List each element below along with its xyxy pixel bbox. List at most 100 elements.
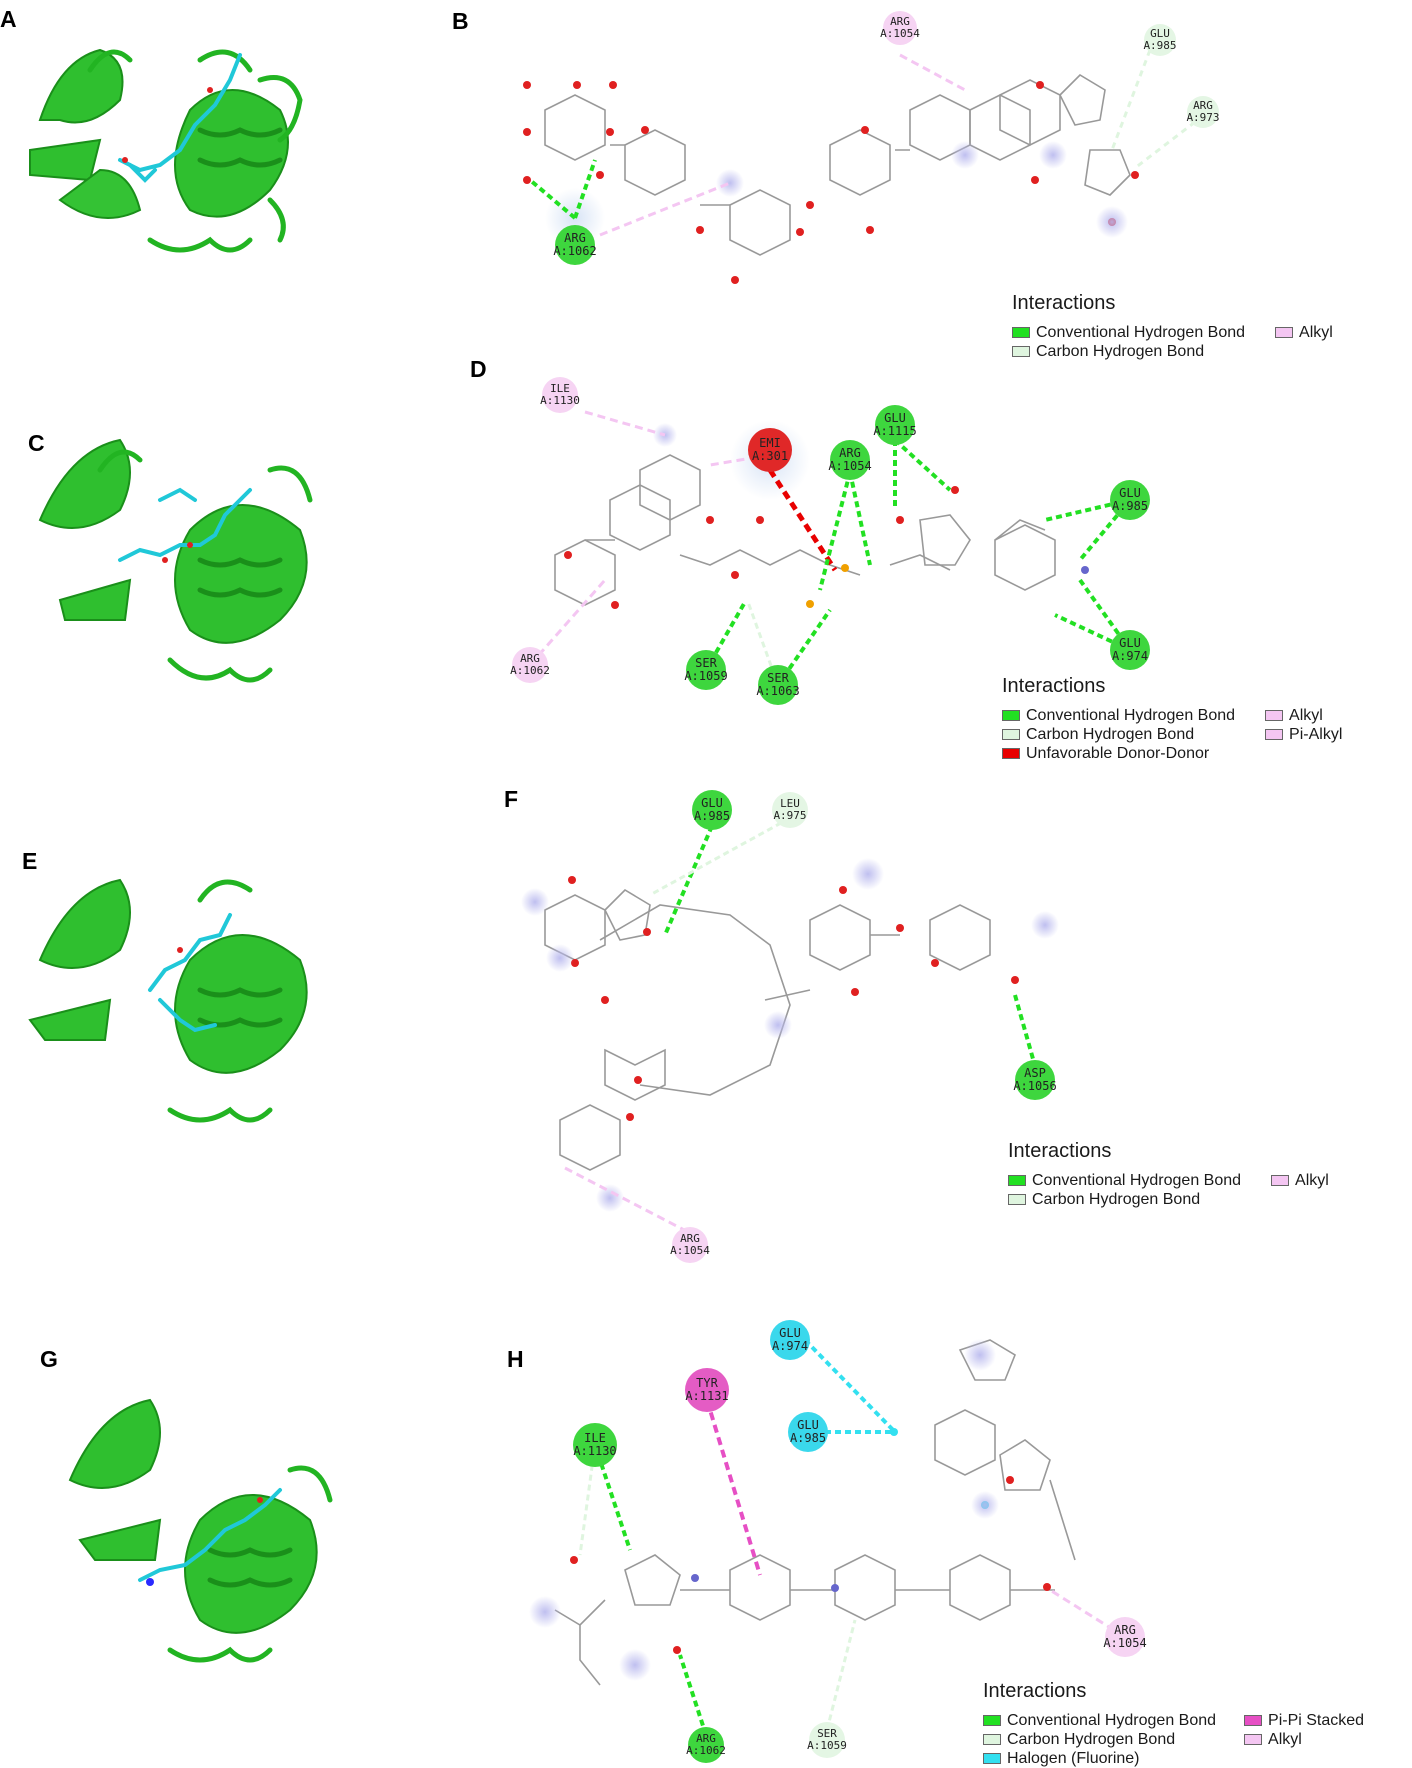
halos-h — [529, 1339, 999, 1681]
swatch-carbon-h — [1008, 1194, 1026, 1205]
residue-id: A:1054 — [670, 1244, 710, 1257]
swatch-alkyl — [1265, 710, 1284, 721]
residue-id: A:301 — [751, 449, 789, 463]
residue-id: A:985 — [789, 1431, 827, 1445]
ligand-2d-diagram-d — [554, 454, 1056, 606]
swatch-conventional-h — [1008, 1175, 1026, 1186]
residue-name: SER — [767, 671, 789, 686]
residue-id: A:985 — [1143, 39, 1177, 52]
residue-id: A:1062 — [510, 664, 550, 677]
panel-letter-g: G — [40, 1346, 58, 1372]
atoms-f — [568, 876, 1019, 1121]
legend-label: Alkyl — [1268, 1730, 1302, 1748]
panel-letter-e: E — [22, 848, 38, 874]
swatch-alkyl — [1271, 1175, 1290, 1186]
legend-label: Alkyl — [1289, 706, 1323, 724]
ligand-2d-diagram-h — [554, 1339, 1076, 1686]
residue-id: A:1115 — [873, 424, 917, 438]
ligand-stick-icon-a — [118, 53, 242, 183]
residue-name: ARG — [680, 1232, 700, 1246]
residue-id: A:1062 — [686, 1744, 726, 1757]
legend-label: Carbon Hydrogen Bond — [1007, 1730, 1176, 1748]
residue-name: ARG — [696, 1732, 716, 1746]
panel-letter-a: A — [0, 6, 17, 32]
legend-title: Interactions — [1002, 675, 1106, 697]
legend-d: Interactions Conventional Hydrogen Bond … — [1002, 675, 1342, 763]
legend-h: Interactions Conventional Hydrogen Bond … — [983, 1680, 1364, 1768]
residue-id: A:1130 — [573, 1444, 617, 1458]
panel-letter-h: H — [507, 1346, 524, 1372]
ligand-2d-diagram-f — [544, 888, 991, 1171]
protein-ribbon-icon-c — [38, 438, 313, 683]
halos-b — [545, 141, 1128, 248]
ligand-stick-icon-g — [138, 1488, 282, 1586]
residue-name: GLU — [1150, 27, 1170, 41]
residue-name: GLU — [779, 1326, 801, 1341]
residue-id: A:1059 — [684, 669, 728, 683]
residue-id: A:985 — [693, 809, 731, 823]
residue-name: ARG — [520, 652, 540, 666]
panel-letter-b: B — [452, 8, 469, 34]
panel-letter-c: C — [28, 430, 45, 456]
legend-label: Conventional Hydrogen Bond — [1026, 706, 1236, 724]
residue-id: A:1130 — [540, 394, 580, 407]
ligand-stick-icon-c — [118, 487, 252, 563]
interactions-f — [564, 816, 1037, 1235]
interactions-h — [578, 1338, 1126, 1736]
protein-ribbon-icon-g — [68, 1398, 333, 1663]
legend-f: Interactions Conventional Hydrogen Bond … — [1008, 1140, 1329, 1209]
swatch-carbon-h — [983, 1734, 1001, 1745]
legend-label: Conventional Hydrogen Bond — [1036, 323, 1246, 341]
legend-label: Conventional Hydrogen Bond — [1007, 1711, 1217, 1729]
legend-title: Interactions — [983, 1680, 1087, 1702]
residue-id: A:973 — [1186, 111, 1220, 124]
residue-name: TYR — [696, 1376, 718, 1391]
swatch-unfavorable — [1002, 748, 1020, 759]
residue-id: A:974 — [1111, 649, 1149, 663]
legend-label: Alkyl — [1299, 323, 1333, 341]
swatch-pi-alkyl — [1265, 729, 1284, 740]
residue-name: SER — [817, 1727, 837, 1741]
residue-id: A:1131 — [685, 1389, 729, 1403]
legend-label: Pi-Alkyl — [1289, 725, 1343, 743]
legend-b: Interactions Conventional Hydrogen Bond … — [1012, 292, 1333, 361]
swatch-alkyl — [1275, 327, 1294, 338]
swatch-alkyl — [1244, 1734, 1263, 1745]
residue-id: A:1059 — [807, 1739, 847, 1752]
legend-title: Interactions — [1012, 292, 1116, 314]
residue-name: GLU — [701, 796, 723, 811]
residue-name: SER — [695, 656, 717, 671]
residue-name: EMI — [759, 436, 781, 451]
panel-letter-f: F — [504, 786, 519, 812]
legend-title: Interactions — [1008, 1140, 1112, 1162]
legend-label: Alkyl — [1295, 1171, 1329, 1189]
residue-id: A:1054 — [1103, 1636, 1147, 1650]
legend-label: Halogen (Fluorine) — [1007, 1749, 1140, 1767]
atoms-d — [564, 486, 1089, 609]
swatch-carbon-h — [1012, 346, 1030, 357]
ligand-stick-icon-e — [148, 913, 232, 1033]
residue-name: ILE — [584, 1431, 606, 1446]
protein-ribbon-icon-a — [29, 48, 303, 253]
swatch-conventional-h — [983, 1715, 1001, 1726]
ligand-2d-diagram-b — [544, 73, 1131, 256]
